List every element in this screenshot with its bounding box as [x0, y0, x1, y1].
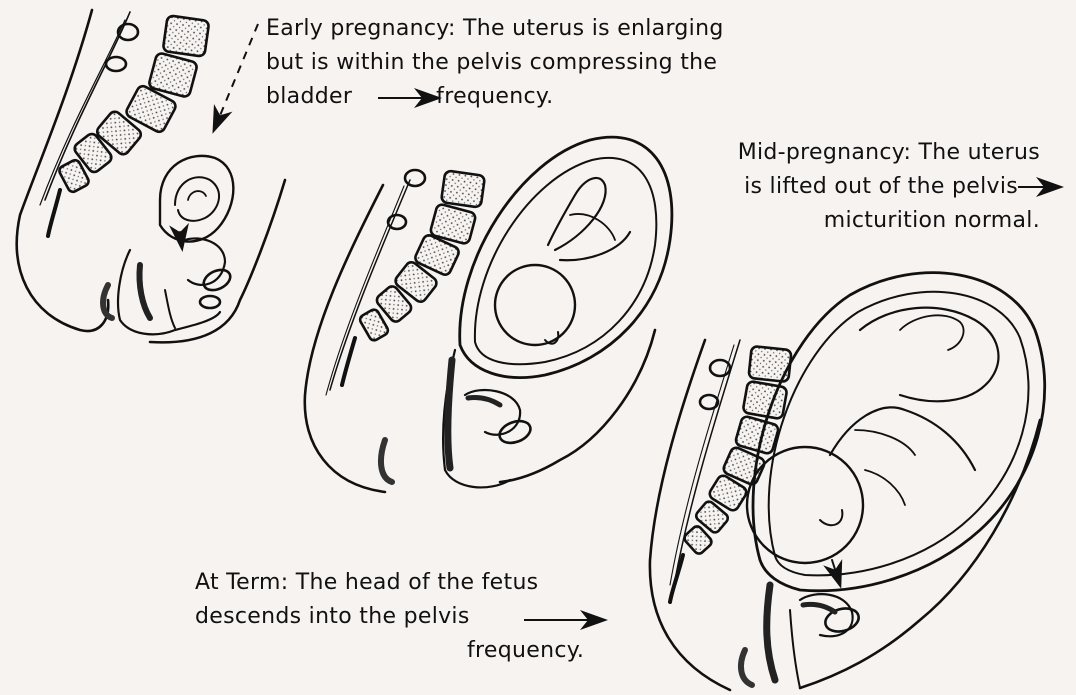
term-caption-line-3: frequency.	[195, 634, 584, 668]
early-caption-frequency: frequency.	[436, 84, 553, 109]
term-caption-line-1: At Term: The head of the fetus	[195, 566, 584, 600]
early-uterus	[160, 156, 233, 242]
mid-pregnancy-figure	[305, 137, 672, 492]
mid-caption-line-2: is lifted out of the pelvis	[690, 170, 1040, 204]
early-bladder	[185, 238, 233, 308]
early-caption-bladder: bladder	[266, 84, 352, 109]
early-dashed-pointer	[214, 24, 258, 130]
early-caption-line-2: but is within the pelvis compressing the	[266, 46, 724, 80]
mid-caption-line-1: Mid-pregnancy: The uterus	[690, 136, 1040, 170]
early-spine	[48, 15, 209, 236]
term-caption: At Term: The head of the fetus descends …	[195, 566, 584, 668]
mid-caption-line-3: micturition normal.	[690, 204, 1040, 238]
mid-bladder	[465, 390, 533, 447]
early-pregnancy-figure	[17, 10, 285, 342]
early-pregnancy-caption: Early pregnancy: The uterus is enlarging…	[266, 12, 724, 114]
mid-uterus	[460, 137, 672, 377]
term-spine	[670, 346, 792, 602]
term-figure	[650, 273, 1045, 690]
term-caption-line-2: descends into the pelvis	[195, 600, 584, 634]
mid-pregnancy-caption: Mid-pregnancy: The uterus is lifted out …	[690, 136, 1040, 238]
term-fetus	[747, 308, 998, 563]
early-caption-line-1: Early pregnancy: The uterus is enlarging	[266, 12, 724, 46]
early-caption-line-3: bladder frequency.	[266, 80, 724, 114]
mid-fetus	[495, 178, 630, 345]
term-uterus	[747, 273, 1045, 591]
term-bladder	[800, 594, 861, 636]
